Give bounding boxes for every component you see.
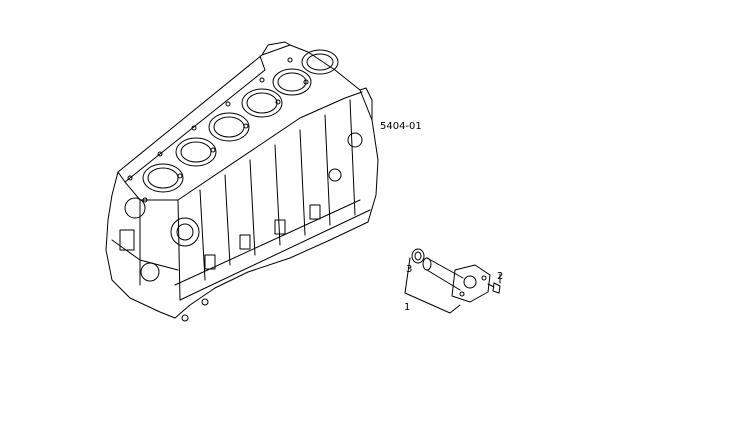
bolt-part: [488, 283, 500, 293]
o-ring-part: [412, 249, 424, 263]
oil-pipe-part: [423, 258, 490, 302]
callout-3: 3: [406, 264, 413, 275]
leader-lines: [405, 258, 500, 313]
callout-2: 2: [497, 271, 504, 282]
callout-1: 1: [404, 302, 411, 313]
reference-code: 5404-01: [380, 121, 422, 132]
engine-block: [106, 42, 378, 321]
